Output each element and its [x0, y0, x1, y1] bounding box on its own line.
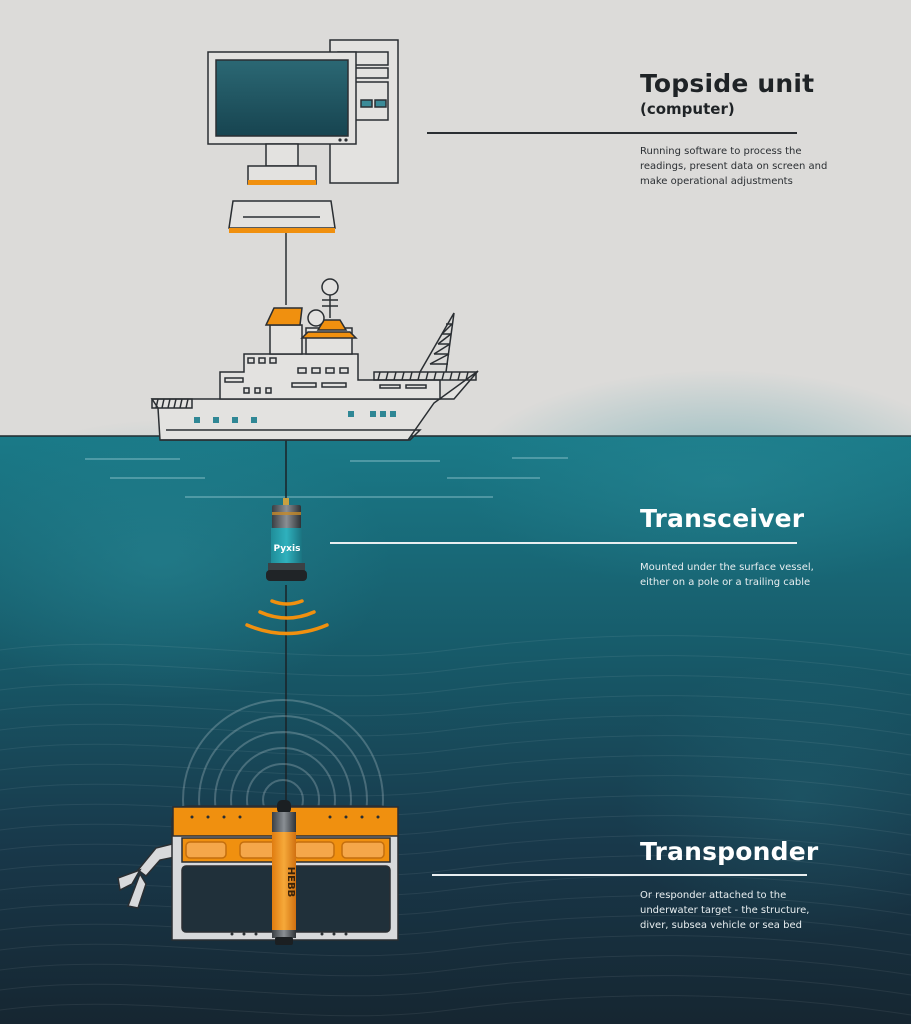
- surface-ripples: [85, 457, 568, 498]
- ship-portholes: [194, 411, 396, 423]
- transponder-device-label: HEBB: [285, 867, 296, 897]
- topside-description: Running software to process the readings…: [640, 146, 828, 187]
- sea-contour-lines: [0, 635, 911, 1017]
- transceiver-device-icon: Pyxis: [266, 498, 307, 581]
- keyboard-icon: [228, 200, 336, 233]
- transceiver-description: Mounted under the surface vessel, either…: [640, 562, 814, 588]
- topside-label-block: Topside unit (computer): [640, 69, 890, 120]
- transponder-label-block: Transponder: [640, 837, 890, 867]
- rov-bolts: [190, 815, 380, 936]
- robotic-arm-icon: [117, 841, 181, 909]
- transceiver-title: Transceiver: [640, 504, 805, 533]
- topside-subtitle: (computer): [640, 99, 735, 118]
- transponder-device-icon: HEBB: [272, 800, 296, 945]
- transceiver-brand-label: Pyxis: [274, 544, 301, 554]
- transceiver-label-block: Transceiver: [640, 504, 890, 534]
- sonar-wave-icon: [245, 599, 329, 636]
- transponder-description: Or responder attached to the underwater …: [640, 890, 810, 931]
- transponder-divider: [432, 874, 807, 876]
- topside-divider: [427, 132, 797, 134]
- computer-monitor-icon: [207, 51, 357, 185]
- transceiver-divider: [330, 542, 797, 544]
- sky-background: [0, 0, 911, 436]
- topside-title: Topside unit: [640, 69, 815, 98]
- transponder-title: Transponder: [640, 837, 819, 866]
